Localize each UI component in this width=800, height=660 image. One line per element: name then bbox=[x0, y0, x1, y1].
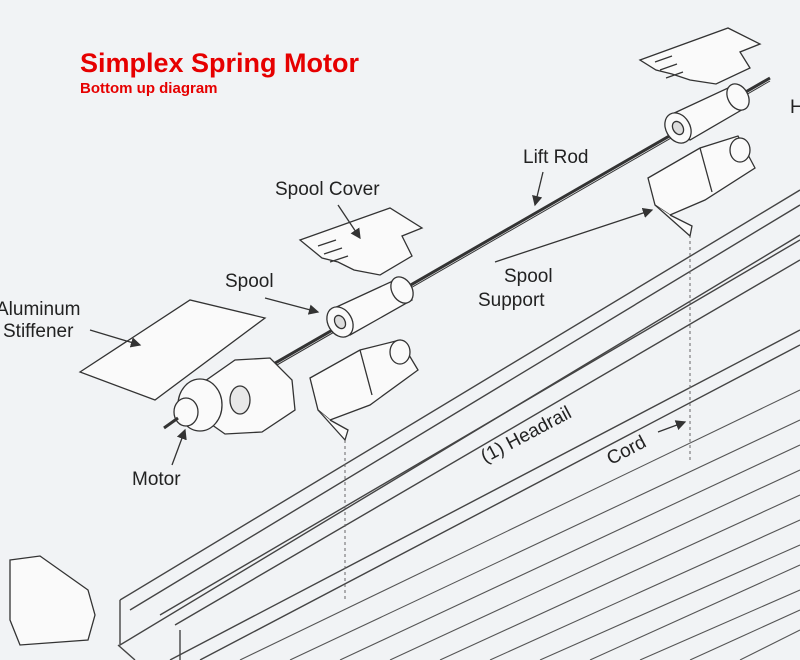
headrail bbox=[117, 189, 800, 660]
spool-cover-left-teeth bbox=[317, 239, 349, 263]
label-spool-support-2: Support bbox=[478, 290, 545, 311]
spool-left bbox=[326, 276, 414, 338]
spool-cover-right bbox=[638, 27, 762, 85]
label-stiffener: Stiffener bbox=[3, 321, 74, 342]
label-spool: Spool bbox=[225, 271, 274, 292]
label-cut-off: H bbox=[790, 97, 800, 118]
label-lift-rod: Lift Rod bbox=[523, 147, 589, 168]
slats bbox=[239, 389, 800, 660]
label-spool-support-1: Spool bbox=[504, 266, 553, 287]
spool-right bbox=[664, 83, 750, 144]
label-aluminum: Aluminum bbox=[0, 299, 81, 320]
diagram-subtitle: Bottom up diagram bbox=[80, 80, 218, 97]
label-spool-cover: Spool Cover bbox=[275, 179, 380, 200]
aluminum-stiffener bbox=[78, 299, 267, 401]
spool-support-left bbox=[309, 339, 419, 442]
motor bbox=[163, 357, 296, 435]
label-motor: Motor bbox=[132, 469, 181, 490]
cord-lines bbox=[344, 235, 691, 600]
leader-arrows bbox=[89, 171, 687, 466]
spool-cover-left bbox=[298, 207, 424, 276]
end-cap bbox=[9, 555, 96, 646]
diagram-title: Simplex Spring Motor bbox=[80, 48, 360, 78]
spool-cover-right-teeth bbox=[654, 55, 684, 79]
spool-support-right bbox=[647, 135, 756, 238]
